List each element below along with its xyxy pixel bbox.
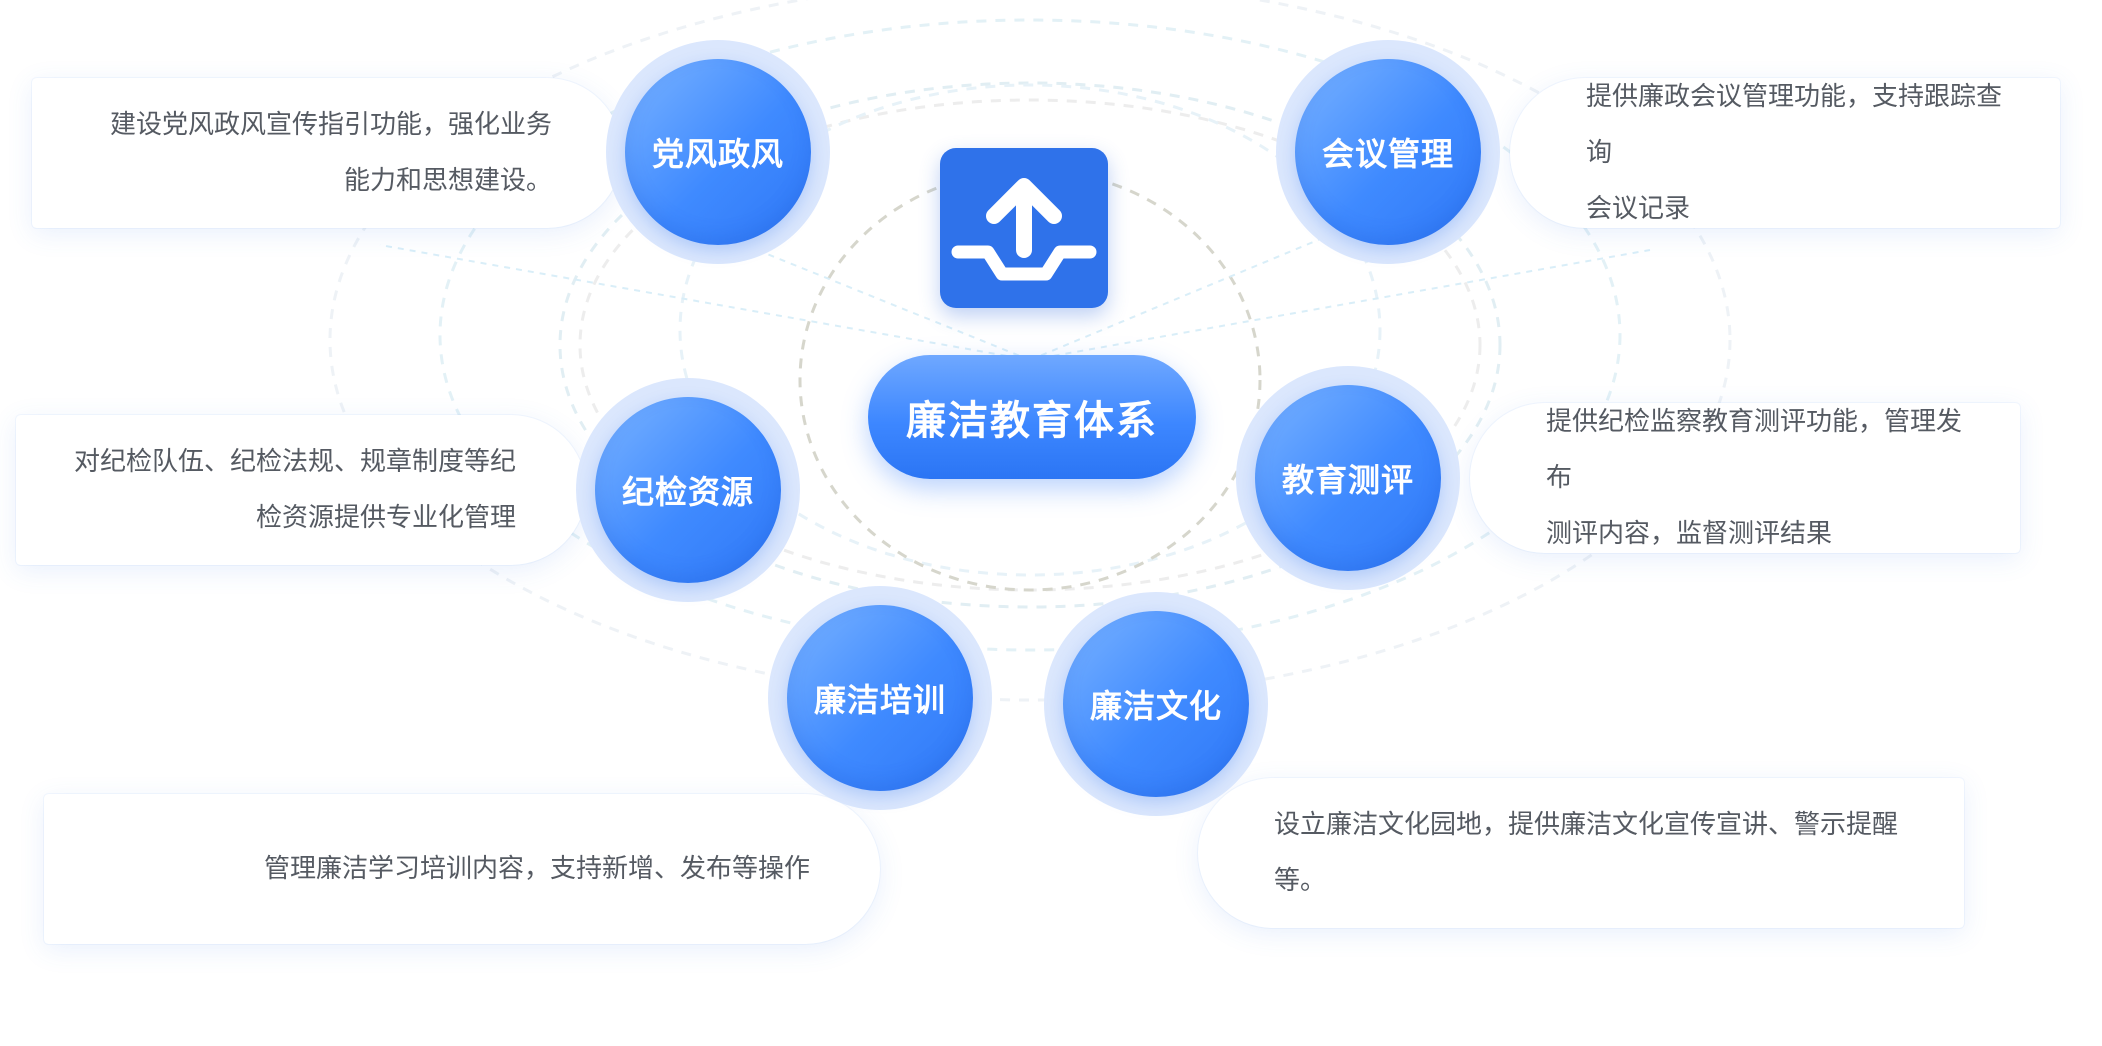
center-title: 廉洁教育体系 [868, 355, 1196, 479]
node-dangfeng[interactable]: 党风政风 [606, 40, 830, 264]
card-peixun-line1: 管理廉洁学习培训内容，支持新增、发布等操作 [263, 854, 810, 884]
node-jijian[interactable]: 纪检资源 [576, 378, 800, 602]
card-dangfeng: 建设党风政风宣传指引功能，强化业务 能力和思想建设。 [32, 78, 622, 228]
card-jijian-line2: 检资源提供专业化管理 [255, 503, 516, 533]
card-dangfeng-line2: 能力和思想建设。 [343, 166, 552, 196]
card-huiyi-line1: 提供廉政会议管理功能，支持跟踪查询 [1586, 82, 2003, 168]
card-wenhua: 设立廉洁文化园地，提供廉洁文化宣传宣讲、警示提醒 等。 [1198, 778, 1964, 928]
node-peixun-label: 廉洁培训 [787, 605, 973, 791]
node-jiaoyu[interactable]: 教育测评 [1236, 366, 1460, 590]
node-jiaoyu-label: 教育测评 [1255, 385, 1441, 571]
card-huiyi: 提供廉政会议管理功能，支持跟踪查询 会议记录 [1510, 78, 2060, 228]
card-wenhua-line2: 等。 [1274, 866, 1327, 896]
card-jiaoyu-line2: 测评内容，监督测评结果 [1546, 519, 1833, 549]
node-huiyi[interactable]: 会议管理 [1276, 40, 1500, 264]
node-wenhua-label: 廉洁文化 [1063, 611, 1249, 797]
node-dangfeng-label: 党风政风 [625, 59, 811, 245]
card-jiaoyu-line1: 提供纪检监察教育测评功能，管理发布 [1546, 407, 1963, 493]
node-jijian-label: 纪检资源 [595, 397, 781, 583]
card-peixun: 管理廉洁学习培训内容，支持新增、发布等操作 [44, 794, 880, 944]
upload-icon [951, 178, 1097, 281]
card-dangfeng-line1: 建设党风政风宣传指引功能，强化业务 [109, 110, 552, 140]
card-wenhua-line1: 设立廉洁文化园地，提供廉洁文化宣传宣讲、警示提醒 [1274, 810, 1899, 840]
node-huiyi-label: 会议管理 [1295, 59, 1481, 245]
card-jijian: 对纪检队伍、纪检法规、规章制度等纪 检资源提供专业化管理 [16, 415, 586, 565]
node-wenhua[interactable]: 廉洁文化 [1044, 592, 1268, 816]
node-peixun[interactable]: 廉洁培训 [768, 586, 992, 810]
card-huiyi-line2: 会议记录 [1586, 194, 1691, 224]
card-jiaoyu: 提供纪检监察教育测评功能，管理发布 测评内容，监督测评结果 [1470, 403, 2020, 553]
card-jijian-line1: 对纪检队伍、纪检法规、规章制度等纪 [73, 447, 516, 477]
upload-icon-box [940, 148, 1108, 308]
